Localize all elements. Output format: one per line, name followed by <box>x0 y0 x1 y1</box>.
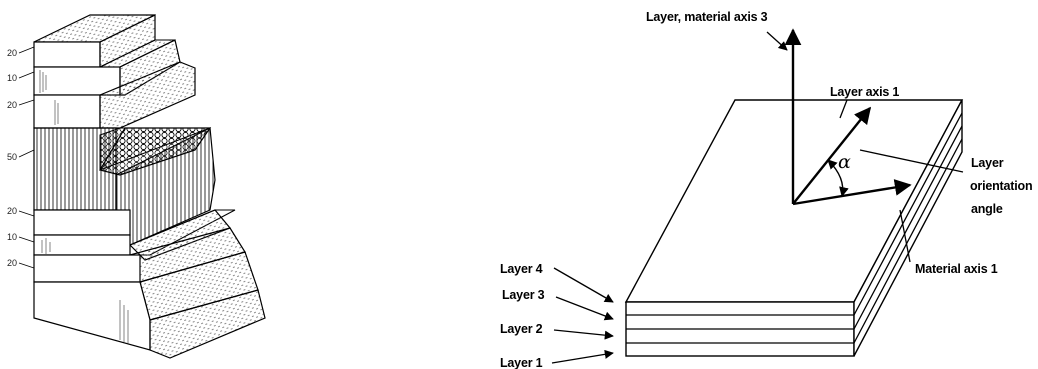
ply-thickness-label: 10 <box>7 73 17 83</box>
ply-front <box>33 41 101 68</box>
ply-thickness-label: 20 <box>7 206 17 216</box>
ply-front <box>33 234 131 256</box>
ply-thickness-labels: 20 10 20 50 20 10 20 <box>7 46 35 269</box>
orientation-angle-label-1: Layer <box>971 156 1004 170</box>
ply-front <box>33 66 121 96</box>
ply-thickness-label: 20 <box>7 258 17 268</box>
ply-front <box>33 94 101 129</box>
ply-thickness-label: 20 <box>7 100 17 110</box>
layer-1-label: Layer 1 <box>500 356 543 369</box>
ply-front <box>33 281 151 351</box>
axis-3-label: Layer, material axis 3 <box>646 10 768 24</box>
layer-axis-1-arrow <box>792 106 872 205</box>
orientation-angle-arc <box>827 159 849 197</box>
axes <box>784 28 912 206</box>
ply-thickness-label: 50 <box>7 152 17 162</box>
ply-front <box>33 254 141 283</box>
orientation-angle-label-2: orientation <box>970 179 1032 193</box>
layer-4-label: Layer 4 <box>500 262 543 276</box>
material-axis-1-label: Material axis 1 <box>915 262 998 276</box>
diagram-labels: Layer, material axis 3 Layer axis 1 α La… <box>500 10 1033 369</box>
orientation-angle-label-3: angle <box>971 202 1003 216</box>
layer-axis-1-label: Layer axis 1 <box>830 85 899 99</box>
ply-thickness-label: 10 <box>7 232 17 242</box>
ply-side <box>149 289 266 359</box>
layer-3-label: Layer 3 <box>502 288 545 302</box>
ply-front <box>33 209 131 236</box>
layer-2-label: Layer 2 <box>500 322 543 336</box>
material-axis-1-arrow <box>792 179 912 206</box>
label-leaders <box>551 31 964 364</box>
staircase-laminate: 20 10 20 50 20 10 20 <box>7 14 266 359</box>
ply-thickness-label: 20 <box>7 48 17 58</box>
alpha-symbol: α <box>838 151 851 173</box>
front-hatching <box>39 70 129 344</box>
